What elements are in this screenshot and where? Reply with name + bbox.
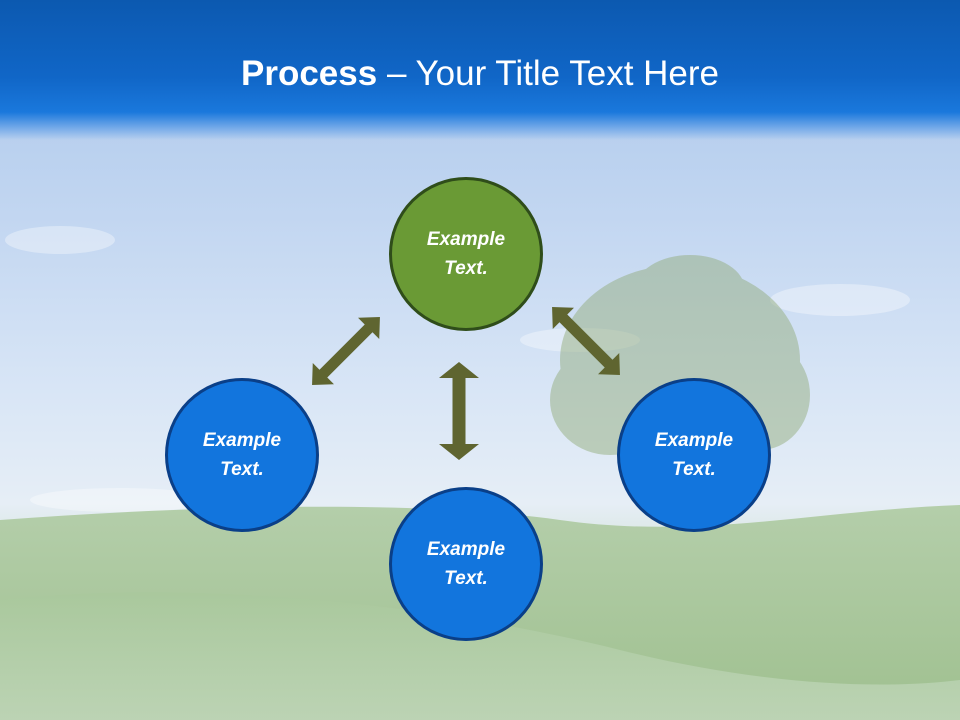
node-left-label: Example Text. <box>202 430 282 480</box>
node-top-label: Example Text. <box>426 229 506 279</box>
hill-front <box>0 592 960 720</box>
slide-title: Process – Your Title Text Here <box>0 52 960 96</box>
arrow-top-left <box>312 317 380 385</box>
node-left[interactable]: Example Text. <box>165 378 319 532</box>
header-bar: Process – Your Title Text Here <box>0 0 960 140</box>
cloud-shapes <box>5 226 910 512</box>
node-right[interactable]: Example Text. <box>617 378 771 532</box>
node-right-label: Example Text. <box>654 430 734 480</box>
node-bottom[interactable]: Example Text. <box>389 487 543 641</box>
node-top[interactable]: Example Text. <box>389 177 543 331</box>
arrow-top-right <box>552 307 620 375</box>
node-bottom-label: Example Text. <box>426 539 506 589</box>
arrow-vertical <box>439 362 479 460</box>
title-rest: – Your Title Text Here <box>377 54 719 93</box>
title-bold: Process <box>241 54 378 93</box>
